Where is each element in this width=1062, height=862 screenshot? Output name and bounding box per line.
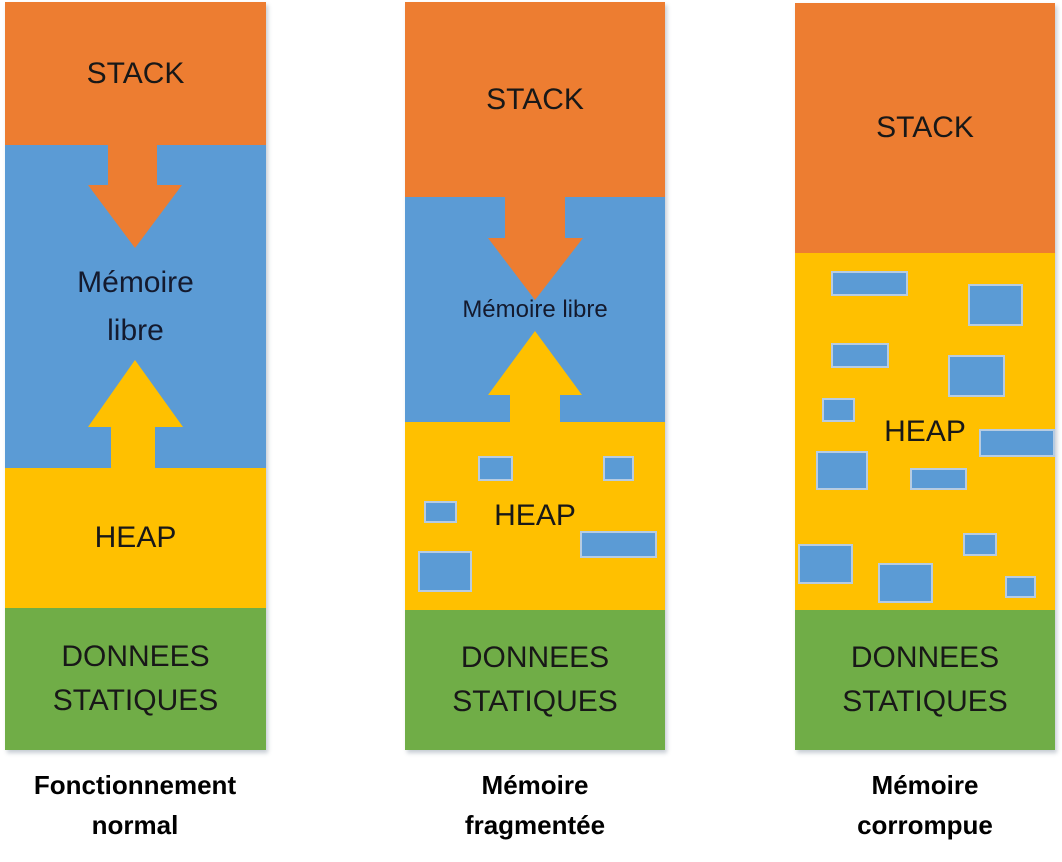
free-memory-block: Mémoire libre bbox=[5, 145, 266, 468]
heap-block: HEAP bbox=[5, 468, 266, 608]
free-memory-block: Mémoire libre bbox=[405, 197, 665, 422]
static-data-label: DONNEES STATIQUES bbox=[452, 641, 618, 718]
memory-column-corrupted: STACK HEAP DONNEES STATIQUES bbox=[795, 3, 1055, 750]
free-memory-label: Mémoire libre bbox=[77, 265, 194, 347]
stack-block: STACK bbox=[795, 3, 1055, 253]
stack-block: STACK bbox=[405, 2, 665, 197]
memory-column-fragmented: STACK Mémoire libre HEAP DONNEES STATIQU… bbox=[405, 2, 665, 750]
memory-column-normal: STACK Mémoire libre HEAP DONNEES STATIQU… bbox=[5, 2, 266, 750]
static-data-block: DONNEES STATIQUES bbox=[5, 608, 266, 750]
caption-normal: Fonctionnement normal bbox=[33, 770, 237, 840]
caption-fragmented: Mémoire fragmentée bbox=[464, 770, 606, 840]
heap-label: HEAP bbox=[94, 521, 177, 554]
heap-block: HEAP bbox=[795, 253, 1055, 610]
stack-label: STACK bbox=[876, 111, 974, 144]
stack-block: STACK bbox=[5, 2, 266, 145]
free-memory-label: Mémoire libre bbox=[462, 295, 608, 323]
static-data-block: DONNEES STATIQUES bbox=[795, 610, 1055, 750]
stack-label: STACK bbox=[86, 56, 185, 90]
static-data-label: DONNEES STATIQUES bbox=[842, 641, 1008, 718]
static-data-block: DONNEES STATIQUES bbox=[405, 610, 665, 750]
heap-label: HEAP bbox=[884, 414, 966, 448]
static-data-label: DONNEES STATIQUES bbox=[52, 640, 219, 717]
stack-label: STACK bbox=[486, 82, 584, 116]
heap-label: HEAP bbox=[494, 499, 576, 532]
heap-block: HEAP bbox=[405, 422, 665, 610]
caption-corrupted: Mémoire corrompue bbox=[857, 770, 993, 840]
